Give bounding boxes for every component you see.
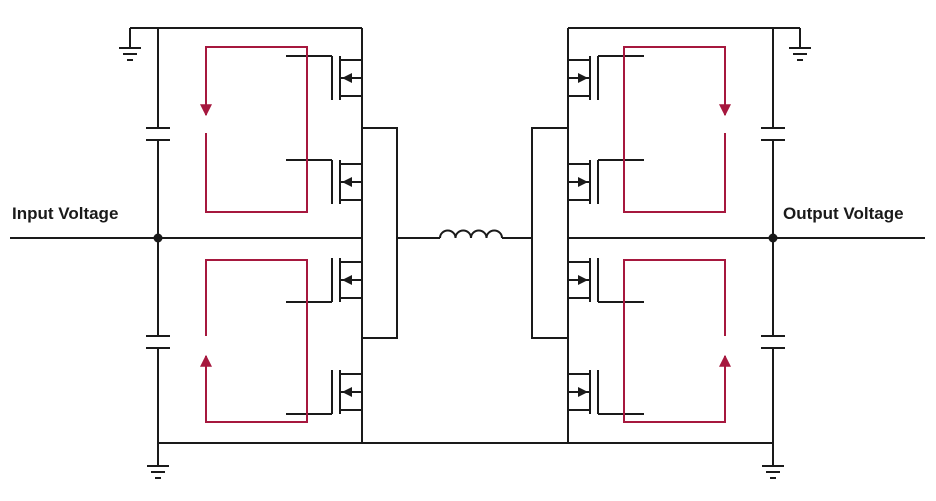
right-switch-node [531, 127, 568, 339]
input-junction-dot [153, 233, 163, 243]
left-switch-node [362, 127, 398, 339]
output-voltage-label: Output Voltage [783, 204, 904, 223]
input-voltage-label: Input Voltage [12, 204, 119, 223]
ground-icon-left-bottom [147, 465, 169, 479]
mosfet-right-1 [568, 55, 644, 100]
mosfets-left [286, 55, 362, 415]
circuit-wiring [10, 27, 925, 466]
mosfet-left-1 [286, 55, 362, 100]
ground-symbols [119, 47, 811, 479]
mosfet-left-2 [286, 159, 362, 204]
ground-icon-right-bottom [762, 465, 784, 479]
capacitor-left-top [146, 127, 170, 141]
capacitor-right-top [761, 127, 785, 141]
mosfet-left-3 [286, 258, 362, 303]
output-junction-dot [768, 233, 778, 243]
current-loop-left-bottom [200, 259, 308, 423]
current-loop-right-top [623, 46, 731, 213]
mosfet-right-4 [568, 370, 644, 415]
current-loop-left-top [200, 46, 308, 213]
mosfet-left-4 [286, 370, 362, 415]
current-loop-right-bottom [623, 259, 731, 423]
ground-icon-left-top [119, 47, 141, 61]
mosfet-right-2 [568, 159, 644, 204]
current-loops [200, 46, 731, 423]
capacitors [146, 127, 785, 349]
capacitor-right-bottom [761, 335, 785, 349]
inductor-icon [439, 229, 503, 239]
mosfet-right-3 [568, 258, 644, 303]
mosfets-right [568, 55, 644, 415]
ground-icon-right-top [789, 47, 811, 61]
capacitor-left-bottom [146, 335, 170, 349]
junctions [153, 233, 778, 243]
